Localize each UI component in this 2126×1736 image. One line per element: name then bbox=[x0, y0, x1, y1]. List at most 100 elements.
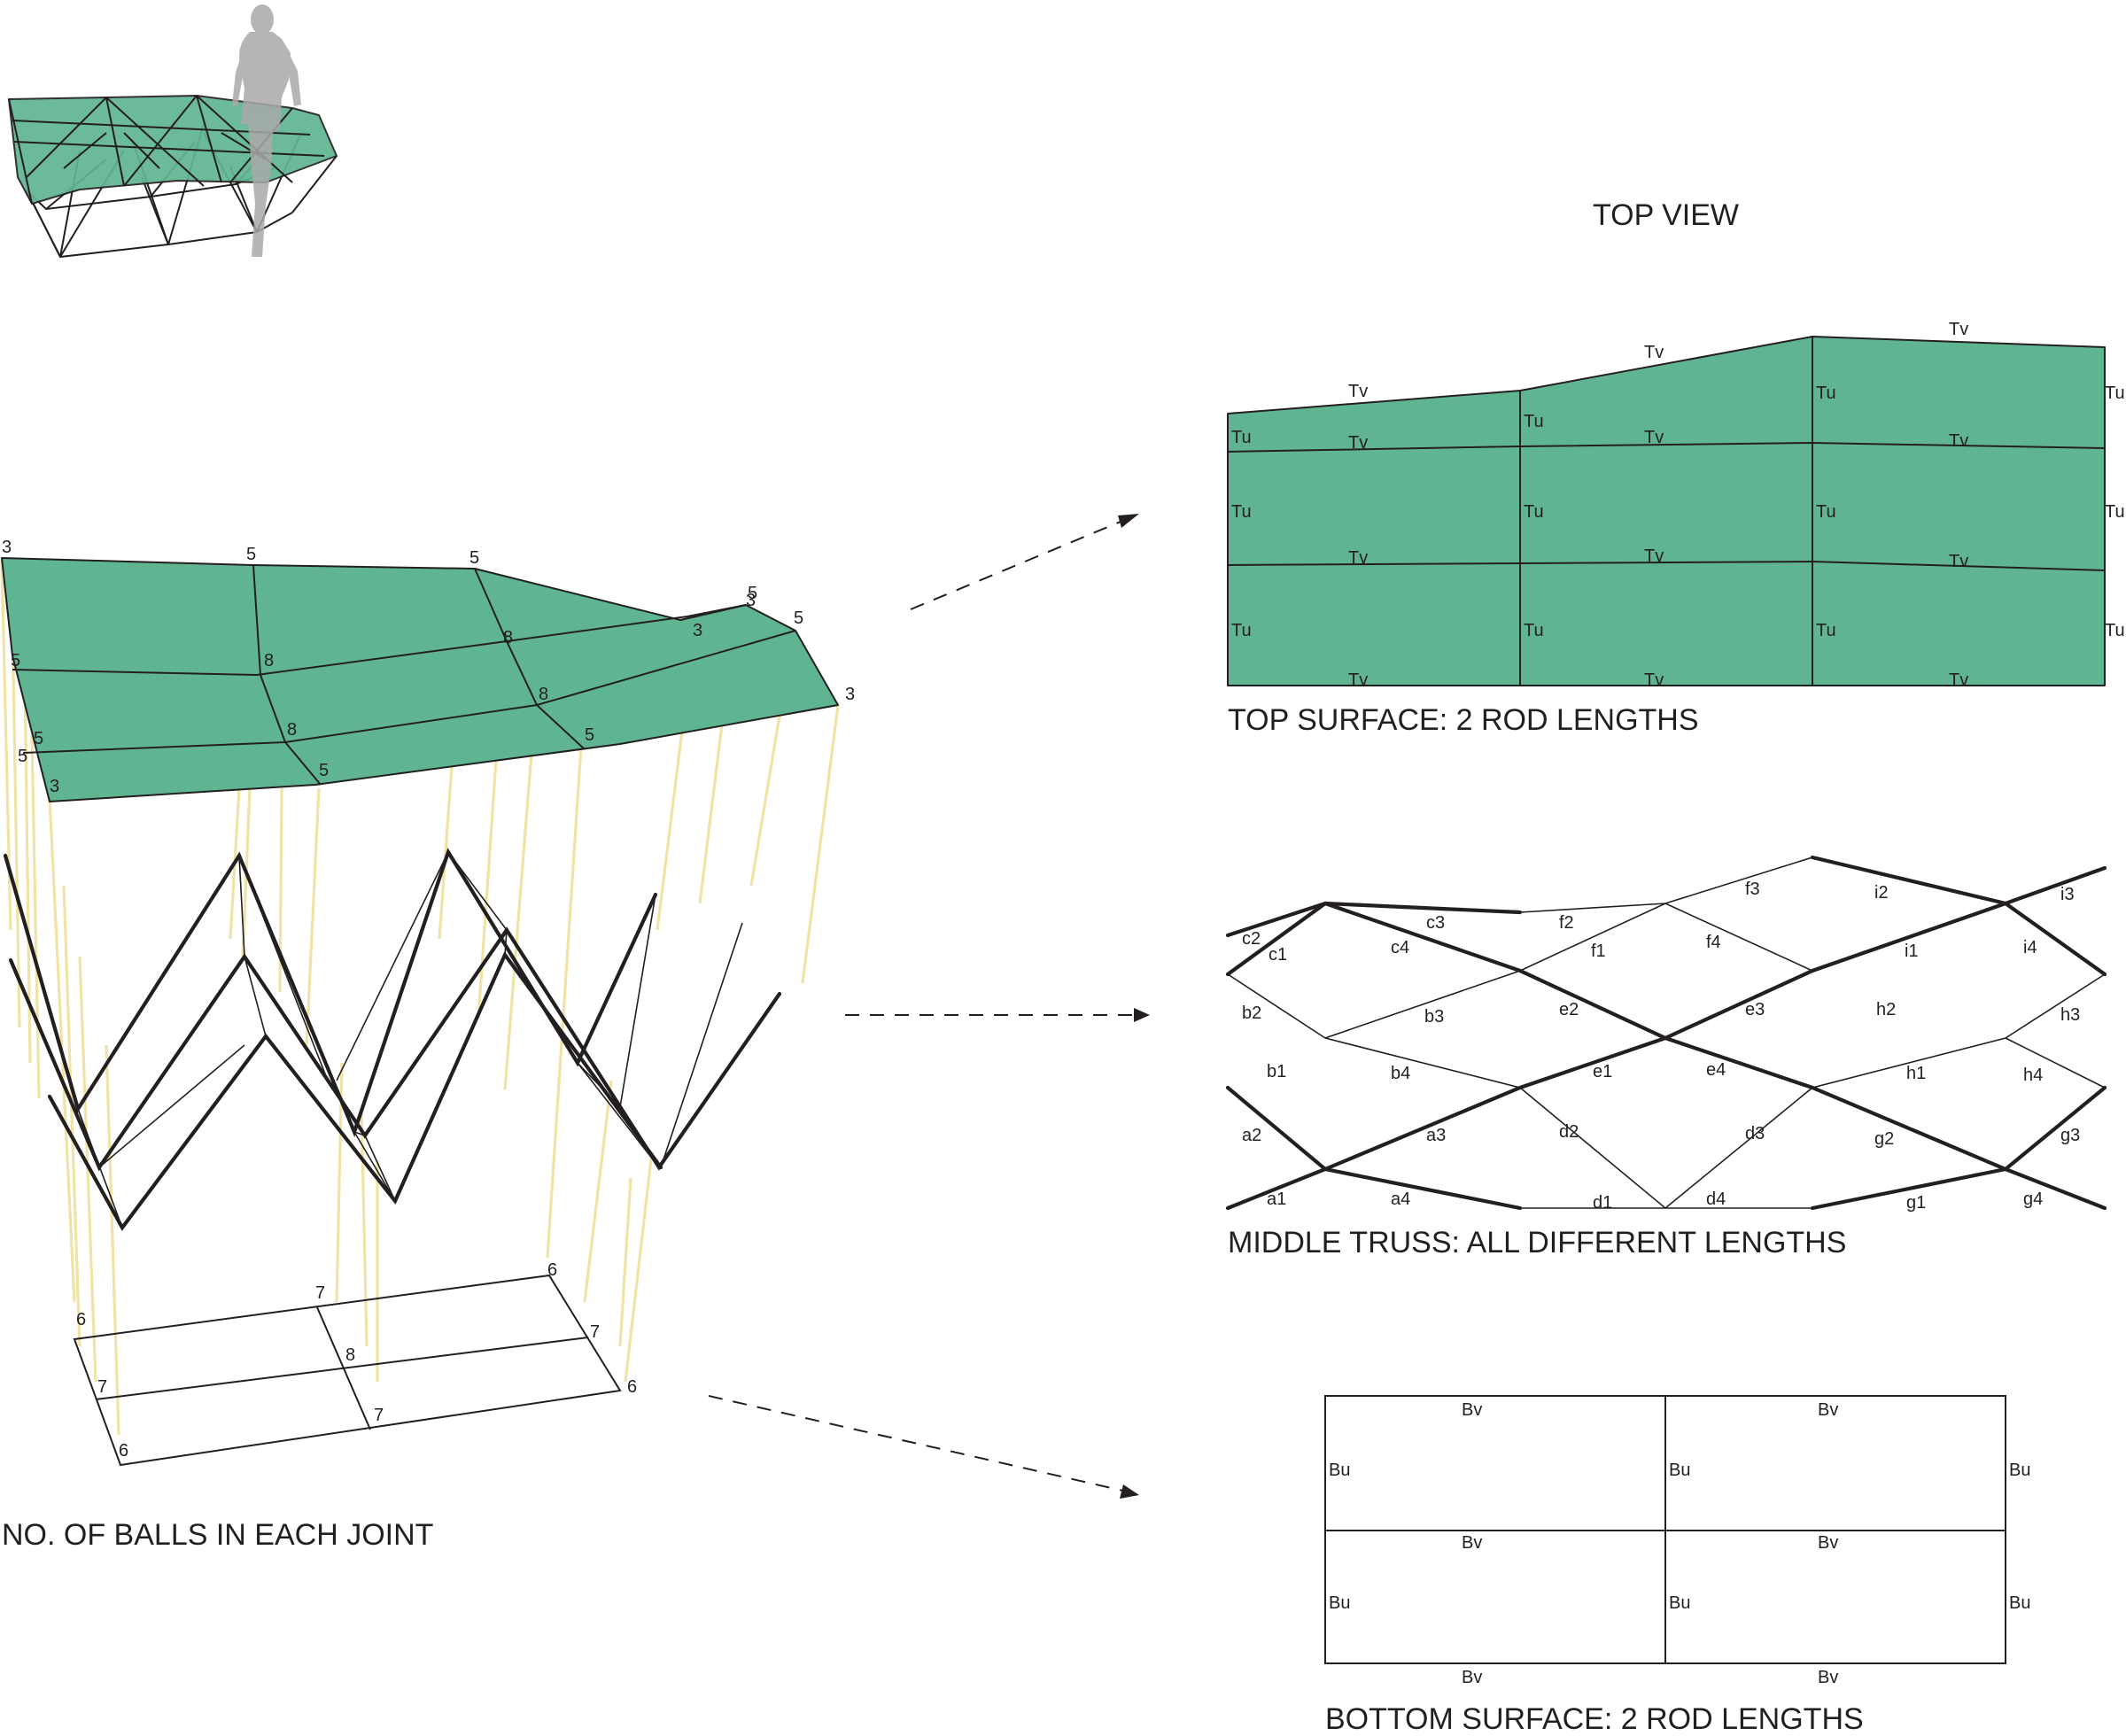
middle-truss-caption: MIDDLE TRUSS: ALL DIFFERENT LENGTHS bbox=[1228, 1226, 1846, 1259]
top-view-title: TOP VIEW bbox=[1593, 198, 1739, 232]
truss-label: a1 bbox=[1267, 1190, 1286, 1209]
truss-label: f4 bbox=[1706, 933, 1721, 952]
ball-count: 5 bbox=[319, 761, 329, 780]
ball-count: 5 bbox=[794, 608, 803, 628]
rod-label-tu: Tu bbox=[1231, 428, 1252, 447]
truss-label: h3 bbox=[2060, 1005, 2080, 1025]
arrow-icon bbox=[708, 514, 1150, 1499]
rod-label-bu: Bu bbox=[1329, 1461, 1350, 1480]
rod-label-tv: Tv bbox=[1348, 670, 1368, 690]
rod-label-tu: Tu bbox=[1816, 621, 1836, 640]
truss-label: f2 bbox=[1559, 913, 1574, 933]
rod-label-bv: Bv bbox=[1818, 1400, 1838, 1420]
truss-label: g2 bbox=[1874, 1129, 1894, 1149]
truss-label: g3 bbox=[2060, 1126, 2080, 1145]
ball-count: 6 bbox=[547, 1260, 557, 1280]
truss-label: f3 bbox=[1745, 880, 1760, 899]
rod-label-bv: Bv bbox=[1818, 1668, 1838, 1687]
rod-label-tv: Tv bbox=[1348, 382, 1368, 401]
rod-label-bu: Bu bbox=[1329, 1593, 1350, 1613]
truss-label: a3 bbox=[1426, 1126, 1446, 1145]
bottom-grid-perspective bbox=[73, 1274, 622, 1467]
ball-count: 3 bbox=[50, 777, 59, 796]
truss-label: f1 bbox=[1591, 942, 1606, 961]
ball-count: 3 bbox=[693, 621, 702, 640]
truss-label: d4 bbox=[1706, 1190, 1726, 1209]
truss-label: i4 bbox=[2023, 938, 2037, 957]
truss-label: b1 bbox=[1267, 1062, 1286, 1081]
rod-label-tv: Tv bbox=[1949, 431, 1968, 451]
truss-label: i2 bbox=[1874, 883, 1889, 903]
rod-label-tv: Tv bbox=[1348, 548, 1368, 568]
rod-label-tv: Tv bbox=[1348, 433, 1368, 453]
truss-label: i1 bbox=[1905, 942, 1919, 961]
ball-count: 3 bbox=[845, 685, 855, 704]
ball-count: 5 bbox=[11, 651, 20, 670]
truss-label: e2 bbox=[1559, 1000, 1579, 1019]
rod-label-bv: Bv bbox=[1462, 1668, 1482, 1687]
truss-label: b3 bbox=[1424, 1007, 1444, 1027]
truss-label: e3 bbox=[1745, 1000, 1765, 1019]
rod-label-tu: Tu bbox=[2105, 621, 2125, 640]
ball-count: 8 bbox=[539, 685, 548, 704]
truss-label: c1 bbox=[1269, 945, 1287, 965]
ball-count: 7 bbox=[315, 1283, 325, 1303]
rod-label-bu: Bu bbox=[1669, 1461, 1690, 1480]
truss-label: g1 bbox=[1906, 1193, 1926, 1213]
top-surface-perspective bbox=[1, 557, 839, 802]
rod-label-bv: Bv bbox=[1462, 1533, 1482, 1553]
truss-label: e1 bbox=[1593, 1062, 1612, 1081]
middle-truss-perspective bbox=[3, 848, 782, 1231]
ball-count: 5 bbox=[469, 548, 479, 568]
exploded-perspective: 3 5 5 5 5 3 5 8 8 5 5 8 8 3 3 5 5 3 6 7 … bbox=[0, 538, 855, 1467]
ball-count: 5 bbox=[18, 747, 27, 766]
ball-count: 7 bbox=[97, 1377, 107, 1397]
ball-count: 8 bbox=[345, 1345, 355, 1365]
truss-label: c2 bbox=[1242, 929, 1261, 949]
ball-count: 5 bbox=[748, 584, 757, 603]
rod-label-tu: Tu bbox=[1524, 412, 1544, 431]
ball-count: 7 bbox=[590, 1322, 600, 1342]
truss-label: i3 bbox=[2060, 885, 2075, 904]
rod-label-tu: Tu bbox=[1231, 621, 1252, 640]
ball-count: 6 bbox=[627, 1377, 637, 1397]
ball-count: 3 bbox=[2, 538, 12, 557]
top-surface-plan: Tv Tv Tv Tv Tv Tv Tv Tv Tv Tv Tv Tv Tu T… bbox=[1227, 320, 2125, 690]
truss-label: h2 bbox=[1876, 1000, 1896, 1019]
rod-label-bu: Bu bbox=[2009, 1593, 2030, 1613]
bottom-surface-caption: BOTTOM SURFACE: 2 ROD LENGTHS bbox=[1325, 1702, 1864, 1736]
truss-label: c4 bbox=[1391, 938, 1409, 957]
bottom-surface-plan: Bv Bv Bv Bv Bv Bv Bu Bu Bu Bu Bu Bu bbox=[1324, 1395, 2030, 1687]
rod-label-tu: Tu bbox=[1816, 502, 1836, 522]
truss-label: h1 bbox=[1906, 1064, 1926, 1083]
rod-label-tv: Tv bbox=[1949, 320, 1968, 339]
truss-label: b2 bbox=[1242, 1004, 1261, 1023]
top-surface-caption: TOP SURFACE: 2 ROD LENGTHS bbox=[1228, 703, 1699, 737]
middle-truss-plan: c2 c1 c3 c4 f2 f1 f3 f4 i2 i1 i3 i4 b2 b… bbox=[1225, 855, 2107, 1213]
rod-label-bv: Bv bbox=[1818, 1533, 1838, 1553]
rod-label-tv: Tv bbox=[1644, 546, 1664, 566]
rod-label-bv: Bv bbox=[1462, 1400, 1482, 1420]
truss-label: d2 bbox=[1559, 1122, 1579, 1142]
rod-label-tu: Tu bbox=[1816, 384, 1836, 403]
balls-caption: NO. OF BALLS IN EACH JOINT bbox=[2, 1518, 433, 1552]
truss-label: a2 bbox=[1242, 1126, 1261, 1145]
ball-count: 8 bbox=[264, 651, 274, 670]
thumbnail-perspective bbox=[8, 4, 338, 259]
rod-label-tu: Tu bbox=[2105, 502, 2125, 522]
human-silhouette-icon bbox=[232, 4, 301, 257]
truss-label: g4 bbox=[2023, 1190, 2043, 1209]
ball-count: 5 bbox=[246, 545, 256, 564]
truss-label: a4 bbox=[1391, 1190, 1410, 1209]
rod-label-bu: Bu bbox=[2009, 1461, 2030, 1480]
truss-label: c3 bbox=[1426, 913, 1445, 933]
joint-ball-counts: 3 5 5 5 5 3 5 8 8 5 5 8 8 3 3 5 5 3 6 7 … bbox=[2, 538, 855, 1461]
rod-label-tu: Tu bbox=[1231, 502, 1252, 522]
ball-count: 3 bbox=[746, 591, 756, 610]
ball-count: 6 bbox=[119, 1441, 128, 1461]
rod-label-tv: Tv bbox=[1644, 670, 1664, 690]
rod-label-tv: Tv bbox=[1949, 552, 1968, 571]
rod-label-tv: Tv bbox=[1644, 343, 1664, 362]
truss-label: d3 bbox=[1745, 1124, 1765, 1143]
